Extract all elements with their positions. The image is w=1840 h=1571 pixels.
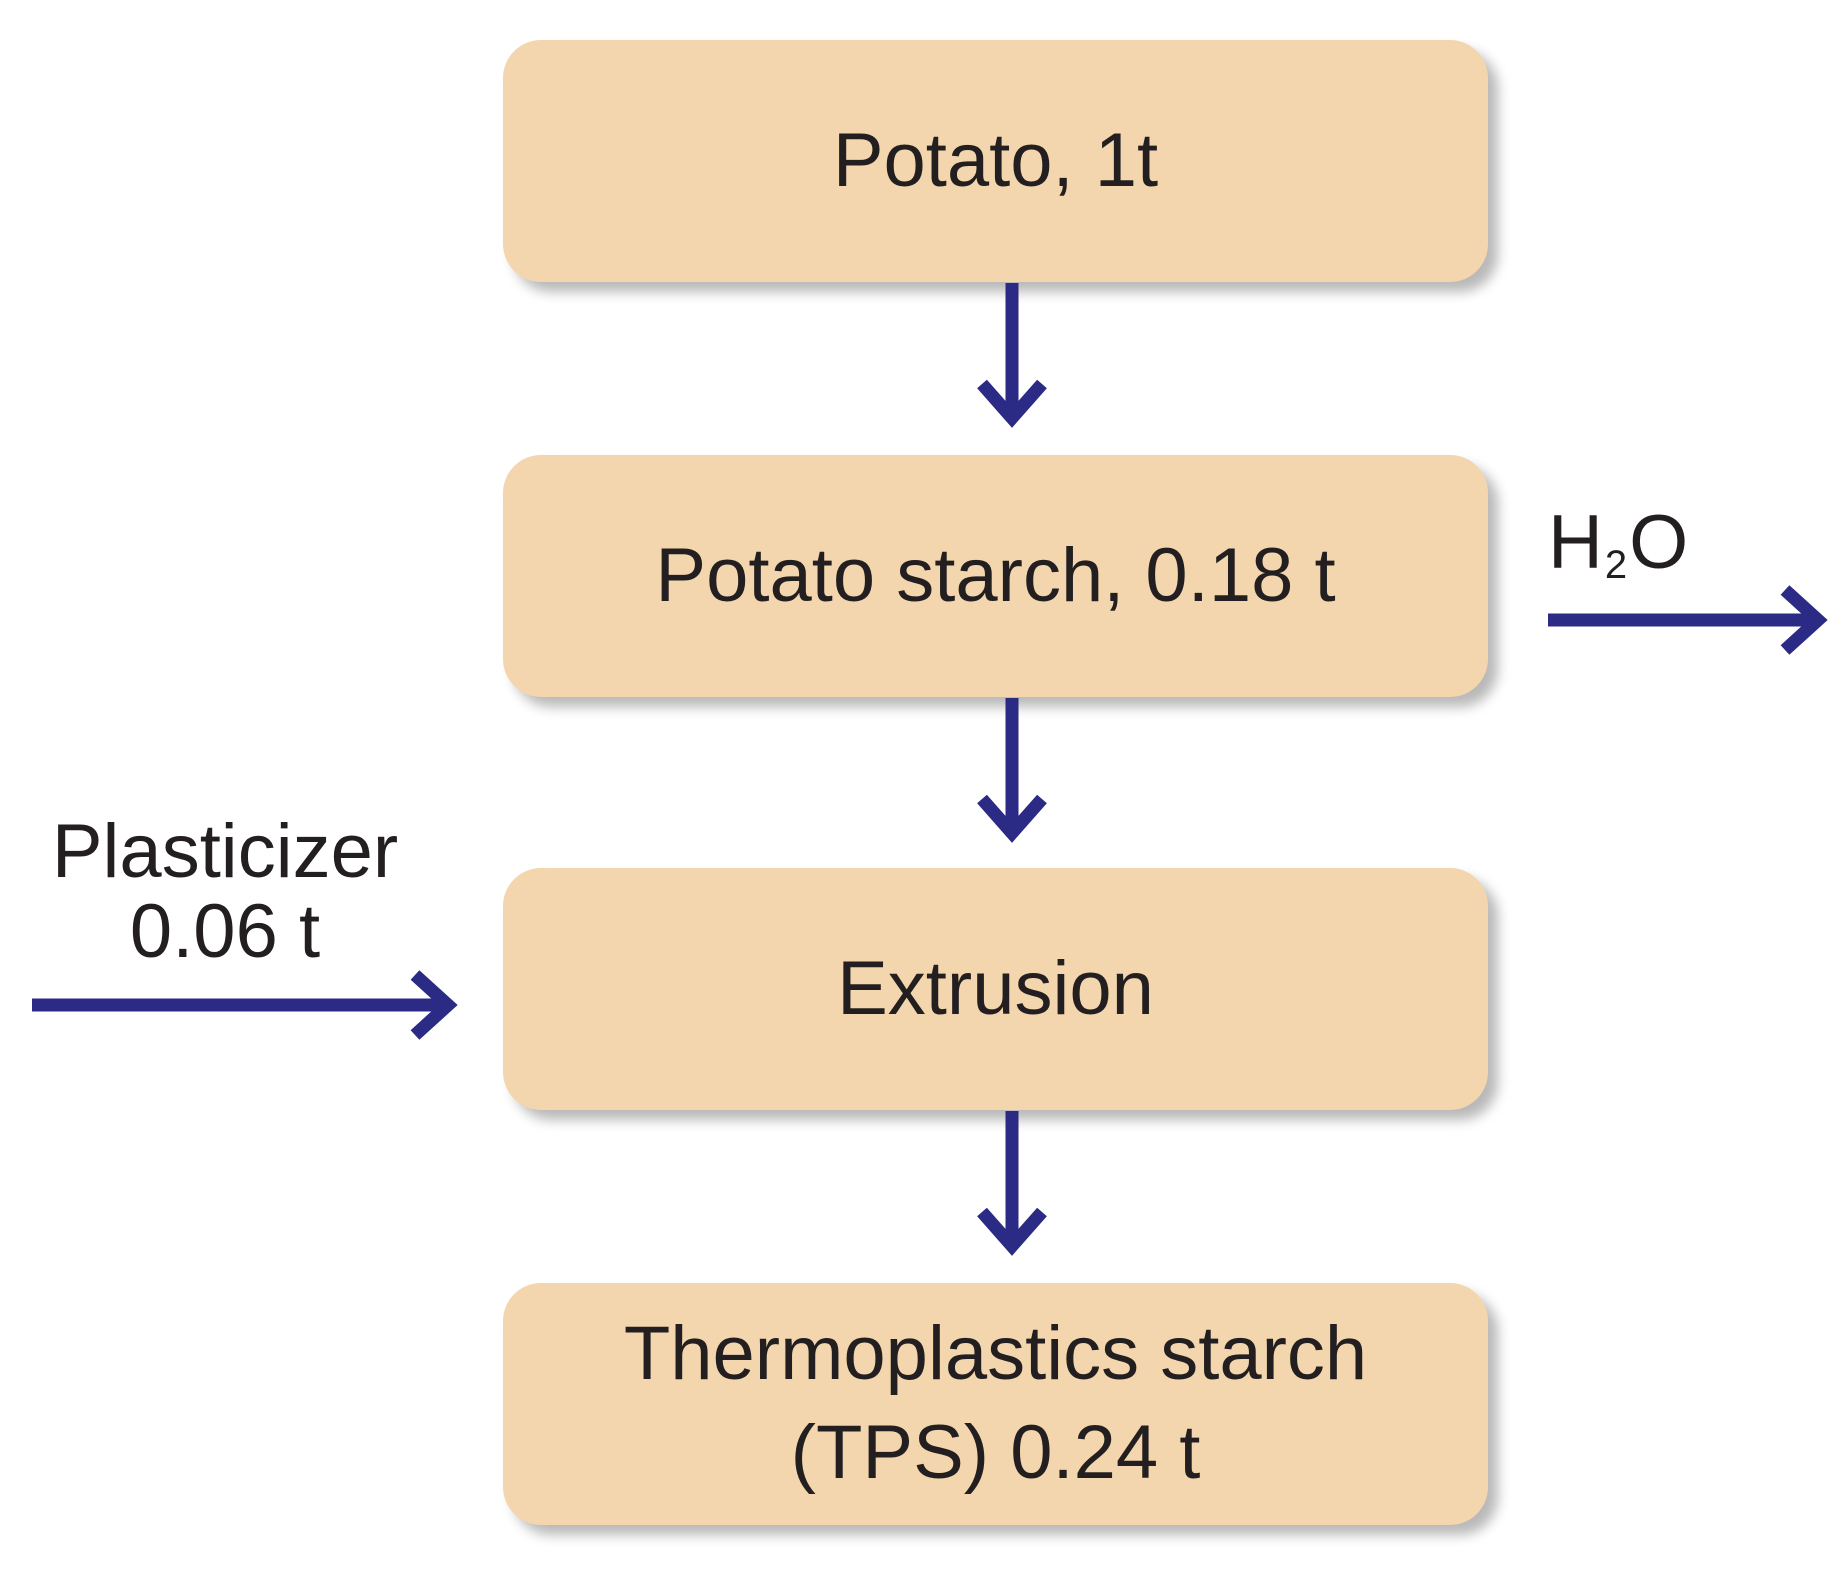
box-thermoplastic-starch: Thermoplastics starch (TPS) 0.24 t <box>503 1283 1488 1525</box>
box-tps-label: Thermoplastics starch (TPS) 0.24 t <box>624 1305 1367 1503</box>
h2o-suffix: O <box>1629 500 1689 585</box>
box-potato: Potato, 1t <box>503 40 1488 282</box>
plasticizer-input-label: Plasticizer 0.06 t <box>40 812 410 972</box>
h2o-output-label: H2O <box>1548 505 1688 587</box>
box-potato-label: Potato, 1t <box>832 117 1159 203</box>
arrow-starch-to-extrusion <box>977 698 1047 843</box>
box-tps-label-line2: (TPS) 0.24 t <box>790 1410 1201 1495</box>
arrow-extrusion-to-tps <box>977 1111 1047 1256</box>
h2o-subscript: 2 <box>1604 543 1628 587</box>
box-potato-starch-label: Potato starch, 0.18 t <box>655 532 1336 618</box>
plasticizer-amount: 0.06 t <box>129 888 321 974</box>
box-potato-starch: Potato starch, 0.18 t <box>503 455 1488 697</box>
box-tps-label-line1: Thermoplastics starch <box>623 1311 1368 1397</box>
arrow-potato-to-starch <box>977 283 1047 428</box>
box-extrusion-label: Extrusion <box>837 945 1154 1031</box>
arrow-plasticizer-input <box>32 970 458 1040</box>
h2o-prefix: H <box>1548 500 1603 585</box>
arrow-h2o-output <box>1548 585 1828 655</box>
box-extrusion: Extrusion <box>503 868 1488 1110</box>
plasticizer-name: Plasticizer <box>51 809 399 894</box>
